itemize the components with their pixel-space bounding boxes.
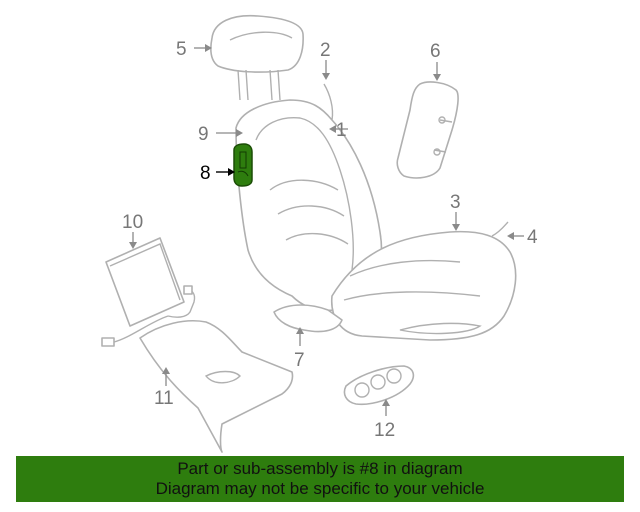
heater-element-part: [101, 315, 294, 453]
callout-9: 9: [198, 124, 209, 145]
banner-line-2: Diagram may not be specific to your vehi…: [155, 479, 485, 498]
seat-cushion-part: [331, 221, 517, 341]
side-panel-part: [396, 81, 459, 179]
headrest-part: [210, 14, 304, 101]
callout-10: 10: [122, 212, 143, 233]
parts-diagram: 1 2 3 4 5 6 7 8 9 10 11 12: [101, 14, 538, 453]
seat-base-part: [273, 304, 343, 333]
banner-line-1: Part or sub-assembly is #8 in diagram: [177, 459, 463, 478]
callout-12: 12: [374, 420, 395, 441]
callout-4: 4: [527, 227, 538, 248]
seat-switch-part-8: [233, 143, 253, 187]
info-banner: Part or sub-assembly is #8 in diagram Di…: [16, 456, 624, 502]
heater-pad-part: [105, 237, 196, 327]
callout-3: 3: [450, 192, 461, 213]
callout-6: 6: [430, 41, 441, 62]
callout-8: 8: [200, 163, 211, 184]
callout-11: 11: [154, 388, 174, 409]
callout-5: 5: [176, 39, 187, 60]
leader-lines: [129, 44, 524, 416]
callout-1: 1: [336, 120, 347, 141]
callout-2: 2: [320, 40, 331, 61]
callout-7: 7: [294, 350, 305, 371]
switch-bezel-part: [343, 365, 415, 406]
